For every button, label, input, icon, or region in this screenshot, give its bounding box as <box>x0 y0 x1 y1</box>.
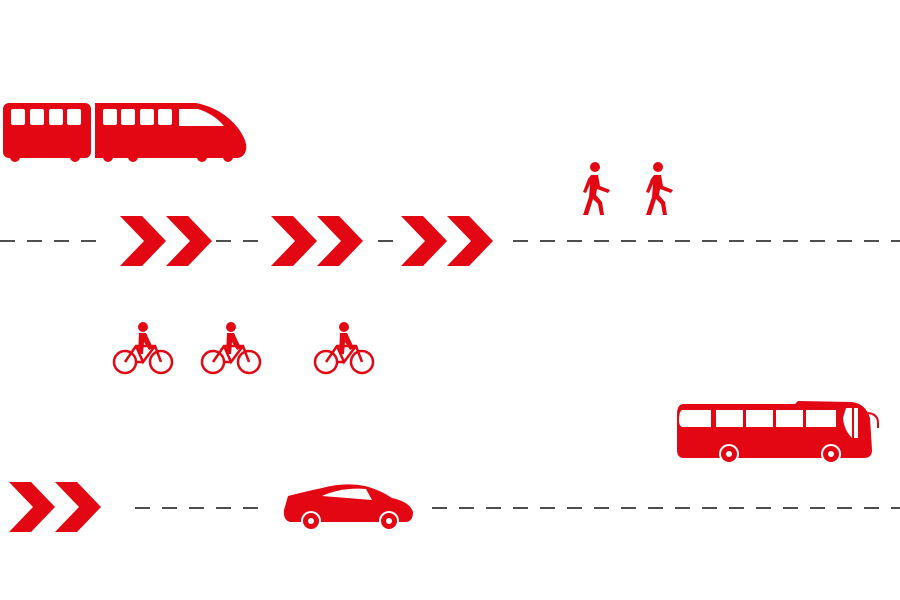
bicycle-icon <box>313 322 375 375</box>
train-icon <box>3 103 247 162</box>
double-chevron-right-icon <box>120 216 212 266</box>
bus-icon <box>677 401 879 464</box>
double-chevron-right-icon <box>271 216 363 266</box>
bicycle-icon <box>200 322 262 375</box>
pedestrian-icon <box>583 162 610 215</box>
pedestrian-icon <box>646 162 673 215</box>
double-chevron-right-icon <box>9 482 101 532</box>
car-icon <box>283 484 413 531</box>
double-chevron-right-icon <box>401 216 493 266</box>
bicycle-icon <box>112 322 174 375</box>
